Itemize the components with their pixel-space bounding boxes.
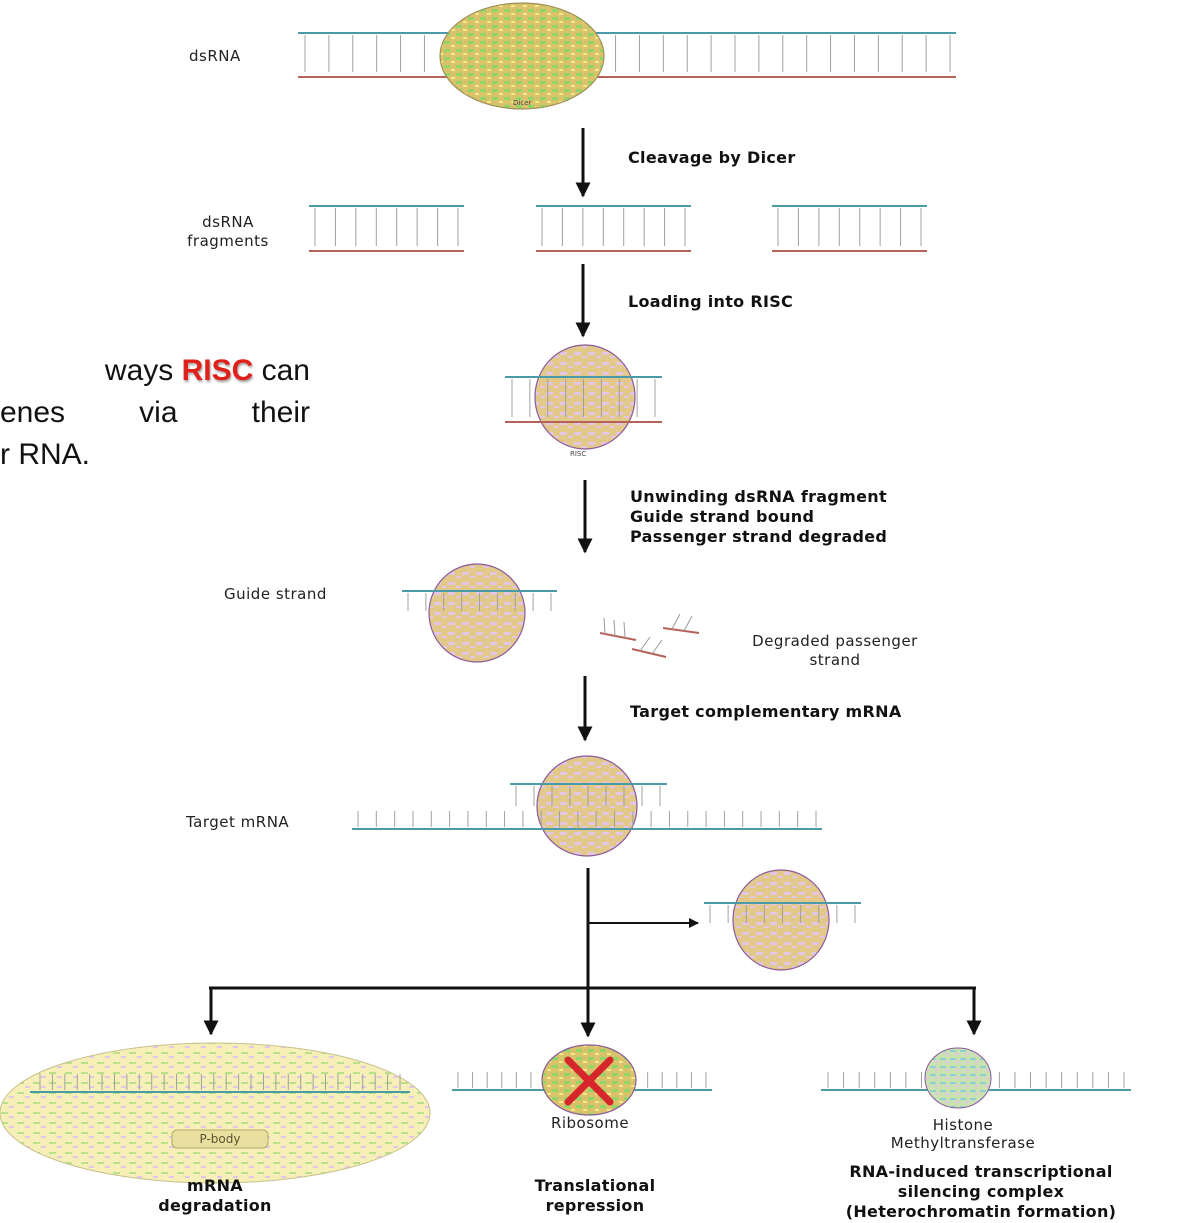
dsrna-fragments-label: dsRNA fragments — [172, 213, 284, 251]
dsrna-fragment-2 — [536, 205, 691, 252]
guide-strand-rna — [402, 590, 557, 611]
dsrna-fragments-line-2: fragments — [187, 232, 269, 250]
target-mrna-strand — [352, 811, 822, 830]
outcome-mrna-degradation-line-2: degradation — [158, 1196, 272, 1215]
side-text-line-1: ways RISC can — [0, 350, 310, 392]
risc-released — [732, 869, 830, 971]
ribosome-label: Ribosome — [550, 1114, 630, 1132]
side-text-line-1-pre: ways — [104, 354, 182, 387]
outcome-rits: RNA-induced transcriptional silencing co… — [788, 1162, 1174, 1222]
guide-on-target — [510, 783, 667, 806]
outcome-rits-line-1: RNA-induced transcriptional — [849, 1162, 1113, 1181]
outcome-mrna-degradation-line-1: mRNA — [187, 1176, 243, 1195]
p-body — [0, 1042, 431, 1184]
blocked-x-icon — [564, 1056, 614, 1106]
risc-guide-complex — [428, 563, 526, 663]
side-text-line-2: enes via their — [0, 396, 310, 429]
dicer-enzyme — [439, 2, 605, 110]
step-target: Target complementary mRNA — [630, 702, 902, 721]
p-body-label-box — [171, 1129, 269, 1149]
histone-methyltransferase — [924, 1047, 992, 1109]
risc-loaded-duplex — [505, 376, 662, 423]
outcome-translational-repression-line-2: repression — [545, 1196, 645, 1215]
outcome-translational-repression: Translational repression — [490, 1176, 700, 1216]
step-unwinding-line-3: Passenger strand degraded — [630, 527, 888, 546]
dsrna-duplex — [298, 32, 956, 78]
outcome-translational-repression-line-1: Translational — [534, 1176, 656, 1195]
step-unwinding-line-2: Guide strand bound — [630, 507, 815, 526]
degraded-passenger-line-2: strand — [809, 651, 861, 669]
side-text-line-3: r RNA. — [0, 438, 90, 471]
degraded-passenger-label: Degraded passenger strand — [715, 632, 955, 670]
step-unwinding: Unwinding dsRNA fragment Guide strand bo… — [630, 487, 887, 547]
base-pair-rungs — [541, 208, 686, 246]
risc-small-label: RISC — [570, 450, 587, 458]
dsrna-fragments-line-1: dsRNA — [202, 213, 254, 231]
outcome-rits-line-3: (Heterochromatin formation) — [845, 1202, 1117, 1221]
base-pair-rungs — [515, 786, 661, 806]
risc-released-guide — [704, 902, 861, 923]
degraded-passenger-line-1: Degraded passenger — [752, 632, 918, 650]
target-mrna-label: Target mRNA — [186, 813, 290, 831]
side-text-risc: RISC — [181, 354, 254, 387]
base-pair-rungs — [777, 208, 922, 246]
p-body-label: P-body — [199, 1132, 241, 1146]
base-pair-rungs — [709, 905, 856, 923]
histone-label-line-1: Histone — [932, 1116, 994, 1134]
base-pair-rungs — [827, 1072, 1125, 1088]
dsrna-label: dsRNA — [189, 47, 241, 65]
dsrna-fragment-1 — [309, 205, 464, 252]
step-unwinding-line-1: Unwinding dsRNA fragment — [630, 487, 887, 506]
degraded-passenger-fragments — [599, 613, 700, 658]
base-pair-rungs — [304, 35, 951, 72]
histone-label-line-2: Methyltransferase — [890, 1134, 1036, 1152]
base-pair-rungs — [511, 379, 656, 417]
base-pair-rungs — [357, 811, 817, 827]
step-loading: Loading into RISC — [628, 292, 794, 311]
outcome-mrna-degradation: mRNA degradation — [120, 1176, 310, 1216]
dsrna-fragment-3 — [772, 205, 927, 252]
risc-complex-loaded — [534, 344, 636, 450]
guide-strand-label: Guide strand — [224, 585, 327, 603]
outcome-rits-line-2: silencing complex — [897, 1182, 1065, 1201]
base-pair-rungs — [314, 208, 459, 246]
p-body-mrna — [30, 1074, 410, 1093]
side-text-block: ways RISC can enes via their r RNA. — [0, 350, 310, 476]
base-pair-rungs — [407, 593, 552, 611]
side-text-line-1-post: can — [253, 354, 310, 387]
dicer-label: Dicer — [513, 99, 532, 107]
step-cleavage: Cleavage by Dicer — [628, 148, 796, 167]
base-pair-rungs — [39, 1074, 401, 1090]
risc-target-complex — [536, 755, 638, 857]
histone-label: Histone Methyltransferase — [860, 1116, 1066, 1152]
